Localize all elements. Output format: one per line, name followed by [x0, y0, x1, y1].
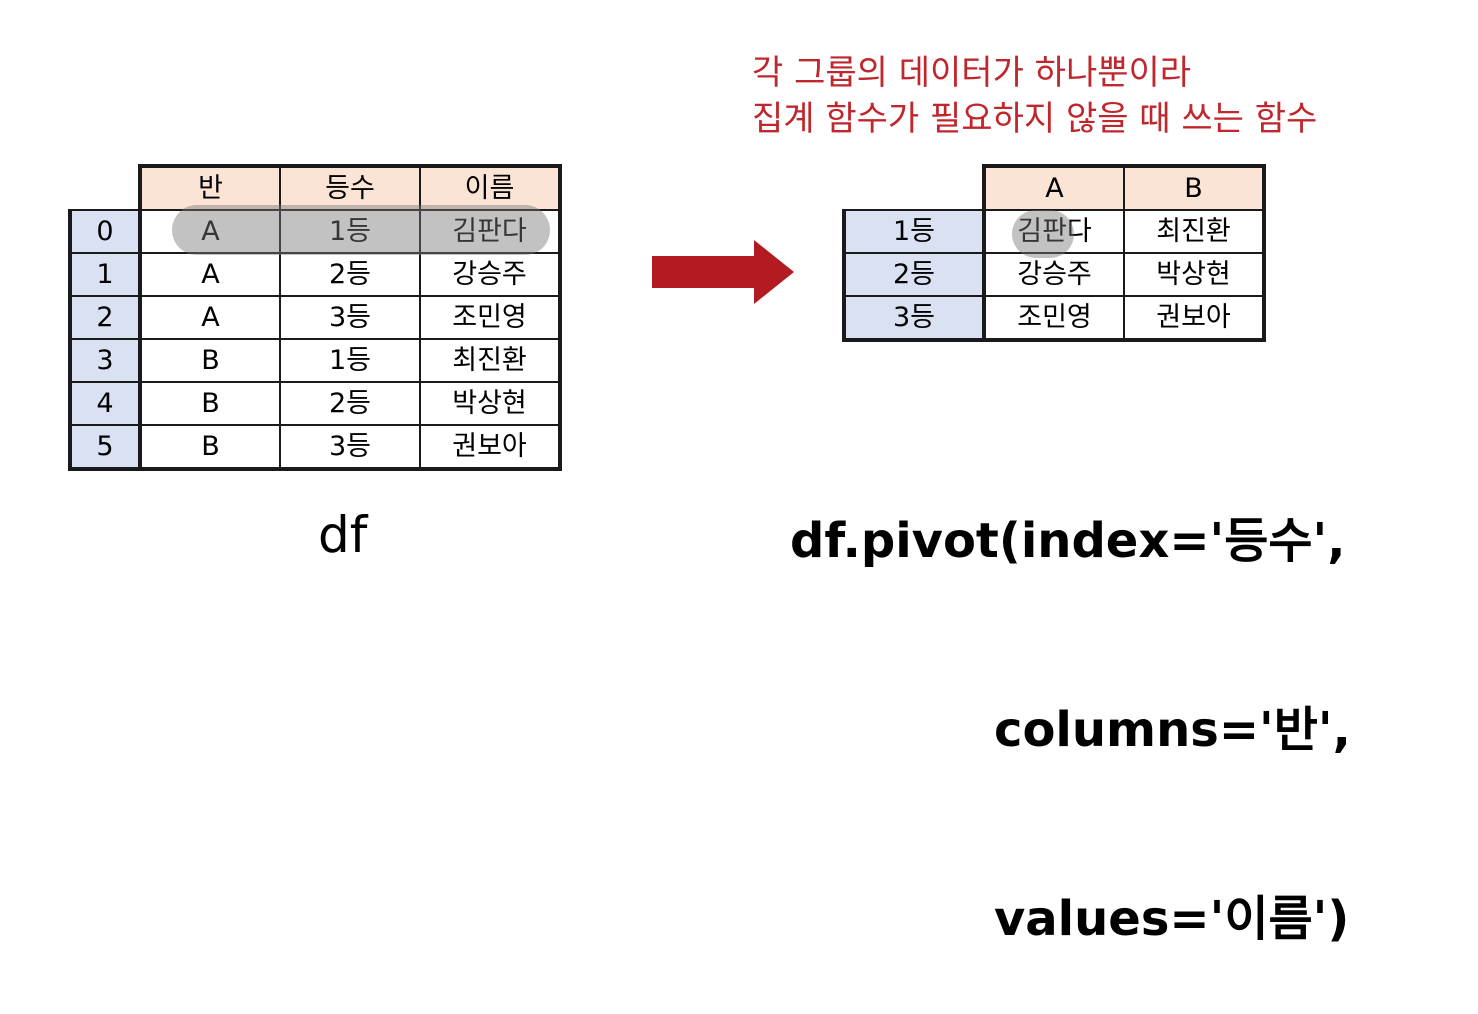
pivot-cell: 강승주 — [983, 252, 1125, 297]
df-cell: 1등 — [279, 338, 421, 383]
df-col-header: 반 — [138, 164, 281, 211]
df-row-index: 2 — [68, 295, 142, 340]
pivot-cell: 권보아 — [1123, 295, 1266, 342]
df-cell: 1등 — [279, 209, 421, 254]
df-cell: 3등 — [279, 295, 421, 340]
pivot-col-header: B — [1123, 164, 1266, 211]
pivot-cell: 박상현 — [1123, 252, 1266, 297]
df-cell: 2등 — [279, 252, 421, 297]
explanation-note: 각 그룹의 데이터가 하나뿐이라 집계 함수가 필요하지 않을 때 쓰는 함수 — [752, 50, 1317, 142]
df-cell: 3등 — [279, 424, 421, 471]
df-cell: 권보아 — [419, 424, 562, 471]
pivot-row: 3등 조민영 권보아 — [842, 295, 1266, 342]
df-cell: A — [139, 209, 281, 254]
pivot-corner — [844, 166, 984, 210]
pivot-cell: 조민영 — [983, 295, 1125, 342]
df-row-index: 0 — [68, 209, 142, 254]
pivot-row: 2등 강승주 박상현 — [842, 252, 1266, 297]
df-row-index: 4 — [68, 381, 142, 426]
pivot-row-index: 2등 — [842, 252, 986, 297]
pivot-col-header: A — [982, 164, 1125, 211]
df-row: 4 B 2등 박상현 — [68, 381, 562, 426]
pivot-cell: 김판다 — [983, 209, 1125, 254]
df-col-header: 등수 — [279, 164, 421, 211]
df-row: 3 B 1등 최진환 — [68, 338, 562, 383]
df-label: df — [318, 506, 368, 564]
right-arrow-icon — [652, 240, 794, 304]
code-line: columns='반', — [994, 702, 1351, 758]
df-col-header: 이름 — [419, 164, 562, 211]
df-cell: B — [139, 424, 281, 471]
df-cell: 박상현 — [419, 381, 562, 426]
df-cell: 강승주 — [419, 252, 562, 297]
df-cell: A — [139, 252, 281, 297]
pivot-table: A B 1등 김판다 최진환 2등 강승주 박상현 3등 조민영 권보아 — [842, 164, 1266, 342]
df-row-index: 5 — [68, 424, 142, 471]
df-cell: 김판다 — [419, 209, 562, 254]
df-corner — [70, 166, 140, 210]
df-row: 2 A 3등 조민영 — [68, 295, 562, 340]
pivot-row-index: 3등 — [842, 295, 986, 342]
pivot-header-row: A B — [844, 164, 1266, 211]
df-cell: A — [139, 295, 281, 340]
df-row-index: 3 — [68, 338, 142, 383]
pivot-row: 1등 김판다 최진환 — [842, 209, 1266, 254]
code-line: values='이름') — [994, 891, 1350, 947]
pivot-cell: 최진환 — [1123, 209, 1266, 254]
df-cell: 조민영 — [419, 295, 562, 340]
pivot-code: df.pivot(index='등수', columns='반', values… — [790, 384, 1351, 1014]
df-cell: 최진환 — [419, 338, 562, 383]
df-table: 반 등수 이름 0 A 1등 김판다 1 A 2등 강승주 2 A 3등 조민영… — [68, 164, 562, 471]
df-cell: B — [139, 381, 281, 426]
code-line: df.pivot(index='등수', — [790, 513, 1346, 569]
note-line: 집계 함수가 필요하지 않을 때 쓰는 함수 — [752, 99, 1318, 139]
df-row: 5 B 3등 권보아 — [68, 424, 562, 471]
df-row-index: 1 — [68, 252, 142, 297]
df-row: 1 A 2등 강승주 — [68, 252, 562, 297]
note-line: 각 그룹의 데이터가 하나뿐이라 — [752, 53, 1192, 93]
df-row: 0 A 1등 김판다 — [68, 209, 562, 254]
pivot-row-index: 1등 — [842, 209, 986, 254]
df-cell: B — [139, 338, 281, 383]
df-header-row: 반 등수 이름 — [70, 164, 562, 211]
df-cell: 2등 — [279, 381, 421, 426]
